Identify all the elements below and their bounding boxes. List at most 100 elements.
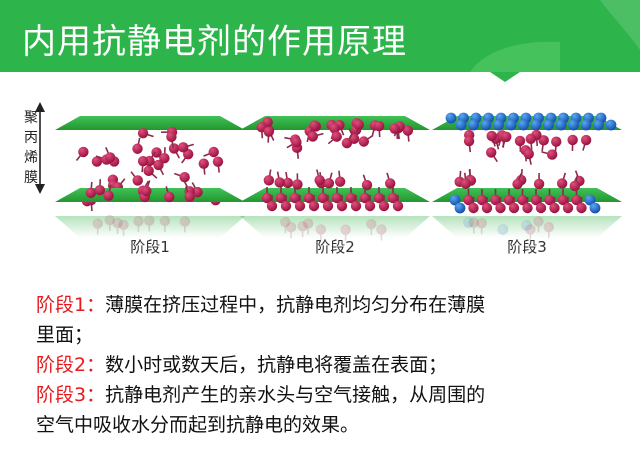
water-molecule — [497, 224, 509, 235]
stage-tag: 阶段2： — [36, 354, 106, 376]
description-text: 空气中吸收水分而起到抗静电的效果。 — [36, 414, 360, 436]
antistatic-molecule — [535, 197, 547, 214]
water-molecule — [468, 119, 479, 131]
description-line: 空气中吸收水分而起到抗静电的效果。 — [36, 410, 616, 440]
antistatic-molecule — [317, 187, 329, 204]
antistatic-molecule — [402, 125, 414, 142]
antistatic-molecule — [576, 197, 587, 214]
stage-1-diagram — [55, 116, 245, 238]
description-text: 里面； — [36, 324, 94, 346]
antistatic-molecule — [463, 189, 474, 206]
antistatic-molecule — [543, 221, 554, 239]
antistatic-molecule — [103, 184, 114, 201]
antistatic-molecule — [366, 218, 377, 236]
water-molecule — [493, 119, 504, 131]
antistatic-molecule — [334, 170, 346, 187]
antistatic-molecule — [358, 134, 374, 147]
antistatic-molecule — [486, 147, 498, 163]
antistatic-molecule — [571, 189, 582, 206]
antistatic-molecule — [501, 131, 512, 148]
description-line: 阶段2：数小时或数天后，抗静电将覆盖在表面； — [36, 350, 616, 380]
film-label-char: 丙 — [24, 130, 38, 146]
antistatic-molecule — [164, 186, 175, 203]
antistatic-molecule — [341, 133, 353, 149]
description-line: 里面； — [36, 320, 616, 350]
description-line: 阶段3：抗静电剂产生的亲水头与空气接触，从周围的 — [36, 380, 616, 410]
film-label-char: 膜 — [24, 170, 38, 186]
water-molecule — [580, 119, 592, 131]
water-molecule — [454, 202, 466, 214]
antistatic-molecule — [322, 195, 334, 212]
antistatic-molecule — [517, 189, 528, 206]
antistatic-molecule — [104, 147, 116, 163]
antistatic-molecule — [280, 195, 292, 212]
water-molecule — [555, 119, 567, 131]
antistatic-molecule — [132, 137, 143, 154]
antistatic-molecule — [476, 189, 488, 206]
antistatic-molecule — [184, 186, 195, 202]
antistatic-molecule — [525, 224, 536, 241]
antistatic-molecule — [166, 131, 177, 148]
antistatic-molecule — [85, 181, 97, 199]
antistatic-molecule — [294, 195, 306, 212]
antistatic-molecule — [495, 197, 506, 214]
stage-label: 阶段3 — [507, 238, 547, 256]
antistatic-molecule — [530, 189, 542, 206]
antistatic-molecule — [266, 195, 278, 212]
water-molecule — [505, 119, 517, 131]
antistatic-molecule — [490, 189, 501, 206]
antistatic-molecule — [562, 197, 574, 214]
antistatic-molecule — [133, 215, 144, 233]
antistatic-molecule — [179, 216, 191, 233]
antistatic-molecule — [75, 146, 89, 161]
antistatic-molecule — [373, 120, 385, 138]
antistatic-molecule — [514, 135, 526, 152]
water-molecule — [605, 119, 617, 131]
antistatic-molecule — [557, 189, 569, 206]
antistatic-molecule — [263, 126, 274, 143]
antistatic-molecule — [168, 143, 181, 159]
antistatic-molecule — [285, 222, 297, 239]
antistatic-molecule — [569, 175, 581, 192]
antistatic-molecule — [327, 131, 342, 145]
antistatic-molecule — [141, 180, 152, 197]
stage-label: 阶段1 — [130, 238, 170, 256]
antistatic-molecule — [178, 142, 195, 153]
stage-label: 阶段2 — [315, 238, 355, 256]
antistatic-molecule — [274, 171, 285, 188]
page-title: 内用抗静电剂的作用原理 — [22, 22, 407, 62]
antistatic-molecule — [463, 135, 475, 153]
antistatic-molecule — [525, 133, 537, 150]
water-molecule — [530, 119, 542, 131]
antistatic-molecule — [137, 155, 149, 173]
antistatic-molecule — [144, 215, 155, 232]
film-reflection — [55, 216, 245, 238]
film-thickness-arrow — [35, 102, 45, 194]
antistatic-molecule — [112, 217, 123, 234]
antistatic-molecule — [282, 171, 294, 189]
water-molecule — [518, 119, 529, 131]
antistatic-molecule — [523, 148, 534, 165]
antistatic-molecule — [286, 136, 302, 149]
antistatic-molecule — [533, 216, 544, 233]
antistatic-molecule — [336, 195, 348, 212]
antistatic-molecule — [549, 197, 560, 214]
antistatic-molecule — [153, 159, 165, 176]
antistatic-molecule — [364, 195, 376, 212]
title-banner — [0, 0, 640, 82]
antistatic-molecule — [468, 197, 479, 214]
top-film — [55, 116, 245, 130]
antistatic-molecule — [323, 172, 335, 189]
antistatic-molecule — [486, 130, 497, 147]
antistatic-molecule — [275, 187, 287, 204]
antistatic-molecule — [378, 195, 390, 212]
antistatic-molecule — [481, 197, 493, 214]
antistatic-molecule — [203, 146, 219, 158]
antistatic-molecule — [567, 134, 578, 151]
antistatic-molecule — [541, 149, 558, 160]
antistatic-molecule — [143, 165, 158, 179]
film-reflection — [240, 216, 430, 238]
antistatic-molecule — [460, 172, 472, 189]
antistatic-molecule — [389, 123, 401, 139]
antistatic-molecule — [373, 187, 385, 204]
